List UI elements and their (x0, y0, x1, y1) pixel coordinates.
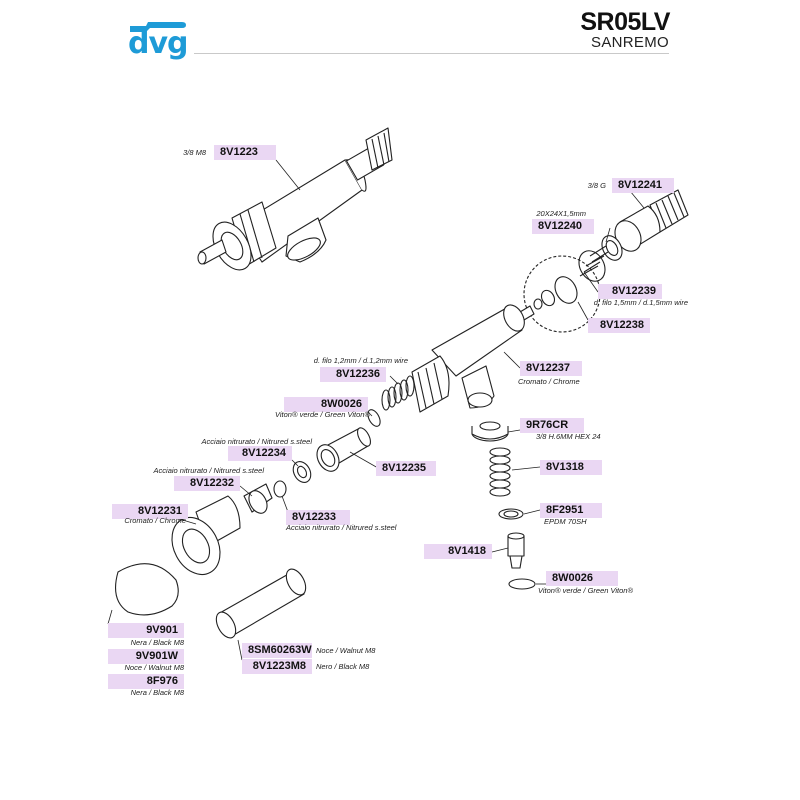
code-8V1318: 8V1318 (540, 460, 602, 475)
oring-8W0026-lower-drawing (508, 578, 536, 590)
model-title: SR05LV (580, 8, 670, 36)
code-8V12238: 8V12238 (588, 318, 650, 333)
code-9V901: 9V901 (108, 623, 184, 638)
note-8V12240: 20X24X1,5mm (536, 209, 586, 218)
code-8V1418: 8V1418 (424, 544, 492, 559)
spring-8V1318-drawing (489, 447, 511, 497)
valve-seat-drawing (519, 276, 578, 321)
handle-8SM60263W-drawing (215, 568, 307, 639)
knob-9V901-drawing (115, 563, 179, 616)
dvg-logo-icon (130, 12, 186, 32)
note-8V1223M8: Nero / Black M8 (316, 662, 370, 671)
code-8V12237: 8V12237 (520, 361, 582, 376)
brand-subtitle: SANREMO (591, 34, 669, 51)
stem-8V12232-drawing (243, 483, 273, 514)
note-9V901W: Noce / Walnut M8 (124, 663, 184, 672)
ball-8V12233-drawing (273, 480, 287, 498)
code-8F976: 8F976 (108, 674, 184, 689)
note-8SM60263W: Noce / Walnut M8 (316, 646, 376, 655)
piston-8V12235-drawing (316, 427, 371, 472)
code-8V12240: 8V12240 (532, 219, 594, 234)
oring-8W0026-drawing (367, 409, 381, 427)
nut-9R76CR-drawing (471, 421, 509, 442)
code-9R76CR: 9R76CR (520, 418, 584, 433)
code-8V12236: 8V12236 (320, 367, 386, 382)
bushing-8V12234-drawing (292, 461, 312, 483)
note-8V12233: Acciaio nitrurato / Nitrured s.steel (286, 523, 397, 532)
code-8V12235: 8V12235 (376, 461, 436, 476)
note-8V12234: Acciaio nitrurato / Nitrured s.steel (201, 437, 312, 446)
code-8SM60263W: 8SM60263W (242, 643, 312, 658)
code-8V1223M8: 8V1223M8 (242, 659, 312, 674)
code-9V901W: 9V901W (108, 649, 184, 664)
stem-8V1418-drawing (507, 532, 525, 569)
header-divider (194, 53, 669, 54)
note-8V12241: 3/8 G (587, 181, 606, 190)
note-8F2951: EPDM 70SH (544, 517, 587, 526)
assembled-tap-drawing (197, 127, 393, 271)
code-8V12231: 8V12231 (112, 504, 188, 519)
note-8F976: Nera / Black M8 (130, 688, 184, 697)
code-8W0026-lower: 8W0026 (546, 571, 618, 586)
code-8F2951: 8F2951 (540, 503, 602, 518)
cap-nut-8V12231-drawing (171, 495, 241, 575)
code-8V12241: 8V12241 (612, 178, 674, 193)
note-8V12239: d. filo 1,5mm / d.1,5mm wire (593, 298, 688, 307)
note-8V12237: Cromato / Chrome (518, 377, 580, 386)
note-9V901: Nera / Black M8 (130, 638, 184, 647)
note-8V12236: d. filo 1,2mm / d.1,2mm wire (313, 356, 408, 365)
note-9R76CR: 3/8 H.6MM HEX 24 (536, 432, 601, 441)
seal-8F2951-drawing (498, 508, 524, 520)
note-8V1223: 3/8 M8 (183, 148, 206, 157)
inlet-fitting-drawing (578, 189, 689, 282)
spring-8V12236-drawing (381, 375, 415, 411)
code-8V1223: 8V1223 (214, 145, 276, 160)
code-8V12233: 8V12233 (286, 510, 350, 525)
note-8V12231: Cromato / Chrome (124, 516, 186, 525)
code-8V12232: 8V12232 (174, 476, 240, 491)
note-8W0026-lower: Viton® verde / Green Viton® (538, 586, 633, 595)
code-8V12234: 8V12234 (228, 446, 292, 461)
tap-mark-icon (130, 12, 186, 32)
note-8V12232: Acciaio nitrurato / Nitrured s.steel (153, 466, 264, 475)
code-8V12239: 8V12239 (598, 284, 662, 299)
logo-text: dvg (128, 26, 189, 61)
note-8W0026-upper: Viton® verde / Green Viton® (275, 410, 370, 419)
code-8W0026-upper: 8W0026 (284, 397, 368, 412)
main-body-drawing (411, 304, 525, 413)
